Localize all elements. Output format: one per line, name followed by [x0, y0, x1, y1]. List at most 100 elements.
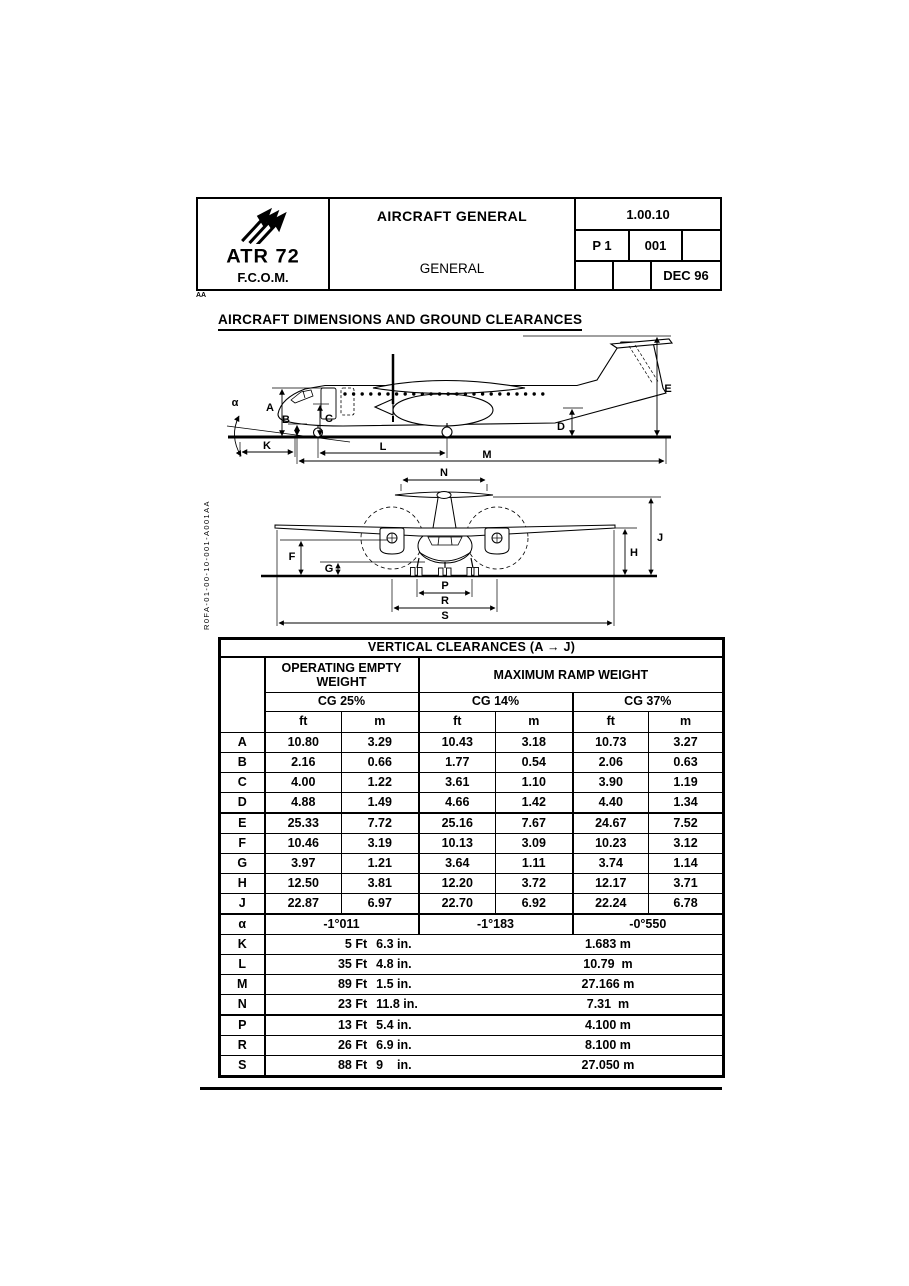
clearance-value: 4.88: [263, 792, 342, 814]
alpha-value-cg14: -1°183: [417, 913, 573, 935]
cg-header-row: CG 25% CG 14% CG 37%: [220, 692, 725, 712]
metric-value: 7.31 m: [586, 996, 630, 1011]
dim-label-K: K: [263, 440, 271, 452]
distance-row-label: S: [219, 1055, 265, 1077]
unit-header-ft: ft: [417, 711, 496, 733]
dim-label-J: J: [657, 532, 663, 544]
clearance-value: 25.33: [263, 812, 342, 834]
dim-label-G: G: [325, 563, 334, 575]
empty-cell: [614, 262, 652, 289]
metric-value: 27.050 m: [581, 1057, 635, 1072]
metric-value: 4.100 m: [585, 1017, 631, 1032]
section-title: GENERAL: [419, 261, 485, 276]
clearance-value: 2.16: [263, 752, 342, 773]
header-box: ATR 72 F.C.O.M. AIRCRAFT GENERAL GENERAL…: [196, 197, 722, 291]
clearance-value: 12.50: [263, 873, 342, 894]
dim-label-B: B: [282, 414, 290, 426]
clearance-row-label: J: [219, 893, 265, 915]
inches-value: 1.5 in.: [376, 976, 412, 991]
distance-row-label: P: [219, 1014, 265, 1036]
clearance-row-label: B: [219, 752, 265, 773]
clearance-value: 10.73: [571, 732, 649, 753]
dim-label-E: E: [664, 383, 671, 395]
side-view-labels: A B C D E α K L M: [232, 383, 672, 461]
clearance-value: 2.06: [571, 752, 649, 773]
clearance-value: 1.77: [417, 752, 496, 773]
distance-row-label: R: [219, 1035, 265, 1056]
alpha-row-label: α: [219, 913, 265, 935]
inches-value: 6.3 in.: [376, 936, 412, 951]
clearance-value: 1.10: [495, 772, 573, 793]
clearance-value: 0.66: [341, 752, 419, 773]
header-title-cell: AIRCRAFT GENERAL GENERAL: [330, 199, 576, 289]
clearance-value: 3.74: [571, 853, 649, 874]
dim-label-R: R: [441, 595, 449, 607]
clearance-value: 1.19: [647, 772, 725, 793]
page-issue-row: P 1 001: [576, 231, 720, 262]
issue-number: 001: [630, 231, 683, 260]
clearance-value: 10.80: [263, 732, 342, 753]
clearance-value: 1.42: [495, 792, 573, 814]
alpha-value-cg37: -0°550: [571, 913, 725, 935]
metric-value: 1.683 m: [585, 936, 631, 951]
chapter-code: 1.00.10: [576, 199, 720, 231]
page-title: AIRCRAFT DIMENSIONS AND GROUND CLEARANCE…: [218, 312, 583, 331]
front-view-airframe: [261, 491, 657, 578]
feet-value: 23 Ft: [337, 996, 368, 1011]
side-view-dimensions: [234, 335, 671, 464]
revision-date: DEC 96: [663, 268, 709, 283]
vertical-clearances-table: VERTICAL CLEARANCES (A → J) OPERATING EM…: [218, 637, 726, 1078]
feet-value: 88 Ft: [337, 1057, 368, 1072]
date-row: DEC 96: [576, 262, 720, 289]
front-view-dimensions: [276, 477, 661, 626]
clearance-value: 7.52: [647, 812, 725, 834]
clearance-value: 3.97: [263, 853, 342, 874]
unit-header-m: m: [647, 711, 725, 733]
alpha-row: α -1°011 -1°183 -0°550: [219, 913, 725, 935]
clearance-value: 25.16: [417, 812, 496, 834]
inches-value: 6.9 in.: [376, 1037, 412, 1052]
distance-row-label: M: [219, 974, 265, 995]
alpha-section: α -1°011 -1°183 -0°550: [219, 913, 725, 935]
revision-mark: AA: [196, 292, 207, 299]
clearance-row-label: A: [219, 732, 265, 753]
distance-row-label: K: [219, 934, 265, 955]
unit-header-row: ft m ft m ft m: [220, 711, 725, 733]
clearance-row-label: H: [219, 873, 265, 894]
unit-header-m: m: [341, 711, 419, 733]
clearance-value: 12.20: [417, 873, 496, 894]
unit-header-ft: ft: [571, 711, 649, 733]
clearance-value: 4.00: [263, 772, 342, 793]
clearance-value: 12.17: [571, 873, 649, 894]
inches-value: 5.4 in.: [376, 1017, 412, 1032]
table-title-row: VERTICAL CLEARANCES (A → J): [218, 638, 725, 658]
clearance-value: 24.67: [571, 812, 649, 834]
clearance-value: 1.21: [341, 853, 419, 874]
group-header-row: OPERATING EMPTY WEIGHT MAXIMUM RAMP WEIG…: [219, 656, 725, 733]
clearance-value: 10.13: [417, 833, 496, 854]
metric-value: 8.100 m: [585, 1037, 631, 1052]
manual-type-label: F.C.O.M.: [237, 269, 289, 285]
